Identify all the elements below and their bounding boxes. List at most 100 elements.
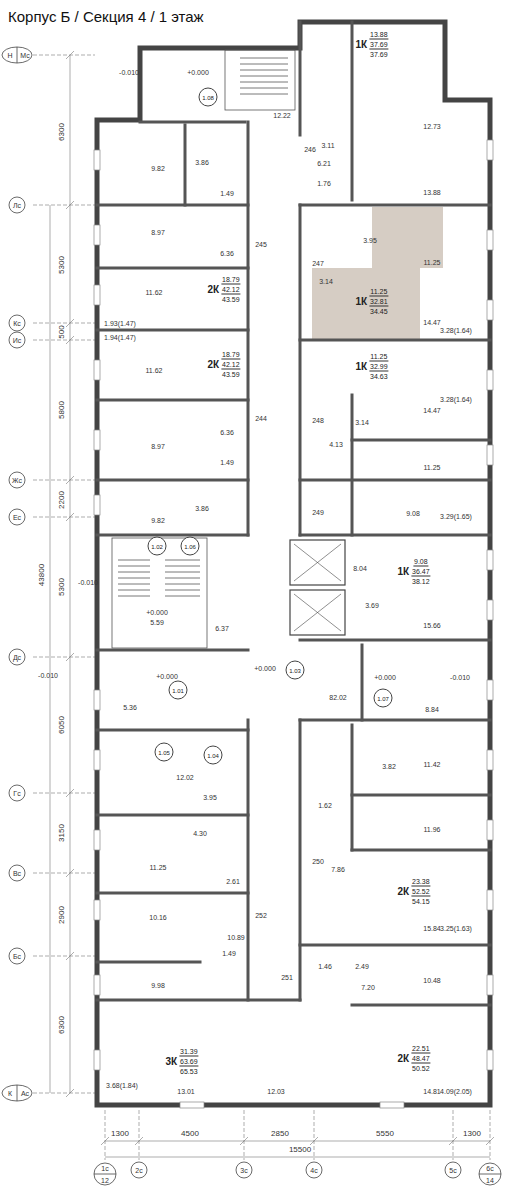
room-area: 6.36	[220, 429, 234, 436]
dimension: 43800	[38, 564, 46, 586]
room-area: 11.42	[424, 761, 441, 768]
wall	[299, 22, 302, 135]
axis-mark: Ис	[13, 337, 22, 344]
wall	[97, 534, 248, 537]
room-area: 3.28(1.64)	[440, 396, 472, 403]
dimension-lines	[33, 51, 494, 1160]
wall	[97, 399, 248, 402]
room-area: 247	[312, 260, 324, 267]
room-area: 14.47	[423, 407, 441, 414]
room-area: 15.66	[423, 622, 441, 629]
room-area: 11.25	[424, 259, 441, 266]
dimension: 1300	[463, 1130, 481, 1138]
dimension: 6300	[58, 123, 66, 141]
room-area: +0.000	[146, 609, 168, 616]
room-area: 8.97	[151, 229, 165, 236]
dimension: 2900	[58, 906, 66, 924]
room-area: 6.36	[220, 250, 234, 257]
room-area: 251	[281, 974, 293, 981]
apartment-tag: 2К18.7942.1243.59	[205, 274, 242, 305]
apartment-area: 34.45	[369, 307, 389, 316]
room-area: 11.62	[146, 289, 163, 296]
room-number: 1.07	[374, 689, 393, 708]
room-area: 11.62	[146, 367, 163, 374]
apartment-type: 2К	[207, 359, 219, 370]
wall	[97, 999, 300, 1002]
apartment-area: 42.12	[221, 360, 241, 370]
wall	[299, 720, 302, 1000]
room-area: 13.88	[423, 189, 441, 196]
wall	[97, 649, 248, 652]
room-area: 1.49	[222, 950, 236, 957]
room-area: 9.82	[151, 517, 165, 524]
apartment-area: 36.47	[411, 567, 431, 577]
wall	[97, 892, 248, 895]
axis-mark: Ес	[13, 514, 21, 521]
room-number-text: 1.03	[289, 667, 301, 673]
room-area: 3.25(1.63)	[440, 925, 472, 932]
room-area: 249	[312, 509, 324, 516]
room-area: 3.28(1.64)	[440, 327, 472, 334]
room-area: 3.14	[319, 278, 333, 285]
wall	[300, 719, 490, 722]
apartment-tag: 2К23.3852.5254.15	[395, 876, 432, 907]
axis-mark: Мс	[20, 52, 29, 59]
wall	[300, 204, 490, 207]
apartment-tag: 1К11.2532.9934.63	[353, 351, 390, 382]
axis-bubbles	[2, 47, 501, 1185]
room-area: 10.16	[149, 914, 167, 921]
room-area: 2.61	[226, 878, 240, 885]
dimension: 4500	[181, 1130, 199, 1138]
room-area: 14.81	[423, 1088, 441, 1095]
apartment-area: 22.51	[411, 1044, 431, 1054]
room-area: 6.37	[215, 625, 229, 632]
room-number-text: 1.05	[158, 749, 170, 755]
apartment-area: 37.69	[369, 40, 389, 50]
room-area: 250	[312, 858, 324, 865]
apartment-area: 48.47	[411, 1054, 431, 1064]
room-area: +0.000	[374, 674, 396, 681]
apartment-area: 43.59	[221, 295, 241, 304]
apartment-area: 37.69	[369, 50, 389, 59]
room-area: 3.14	[355, 419, 369, 426]
room-area: 12.73	[423, 123, 441, 130]
room-area: 5.36	[123, 704, 137, 711]
axis-mark: Лс	[13, 202, 21, 209]
dimension: 500	[58, 325, 66, 338]
wall	[247, 122, 250, 535]
dimension: 6300	[58, 1016, 66, 1034]
room-number: 1.04	[204, 746, 223, 765]
dimension: 5800	[58, 401, 66, 419]
dimension: 2850	[271, 1130, 289, 1138]
room-area: 7.20	[361, 984, 375, 991]
wall	[97, 814, 248, 817]
wall	[361, 645, 364, 720]
apartment-type: 1К	[355, 39, 367, 50]
outer-wall	[97, 22, 490, 1105]
room-area: 3.82	[382, 763, 396, 770]
axis-mark: Жс	[12, 477, 22, 484]
apartment-type: 2К	[207, 284, 219, 295]
room-area: 9.98	[151, 982, 165, 989]
dimension: 6050	[58, 716, 66, 734]
room-area: 1.49	[220, 459, 234, 466]
room-area: -0.010	[119, 69, 139, 76]
room-number-text: 1.08	[202, 94, 214, 100]
room-area: 245	[255, 241, 267, 248]
apartment-area: 11.25	[369, 287, 388, 297]
dimension: 5300	[58, 578, 66, 596]
axis-mark: 3с	[240, 1167, 247, 1174]
apartment-area: 18.79	[221, 275, 241, 285]
apartment-area: 42.12	[221, 285, 241, 295]
room-area: 1.62	[318, 802, 332, 809]
apartment-type: 2К	[397, 886, 409, 897]
wall	[300, 339, 490, 342]
wall	[351, 22, 354, 200]
dimension: 2200	[58, 491, 66, 509]
room-area: 3.69	[365, 602, 379, 609]
room-area: 8.04	[353, 565, 367, 572]
apartment-tag: 2К22.5148.4750.52	[395, 1043, 432, 1074]
room-area: 244	[255, 415, 267, 422]
wall	[97, 267, 248, 270]
